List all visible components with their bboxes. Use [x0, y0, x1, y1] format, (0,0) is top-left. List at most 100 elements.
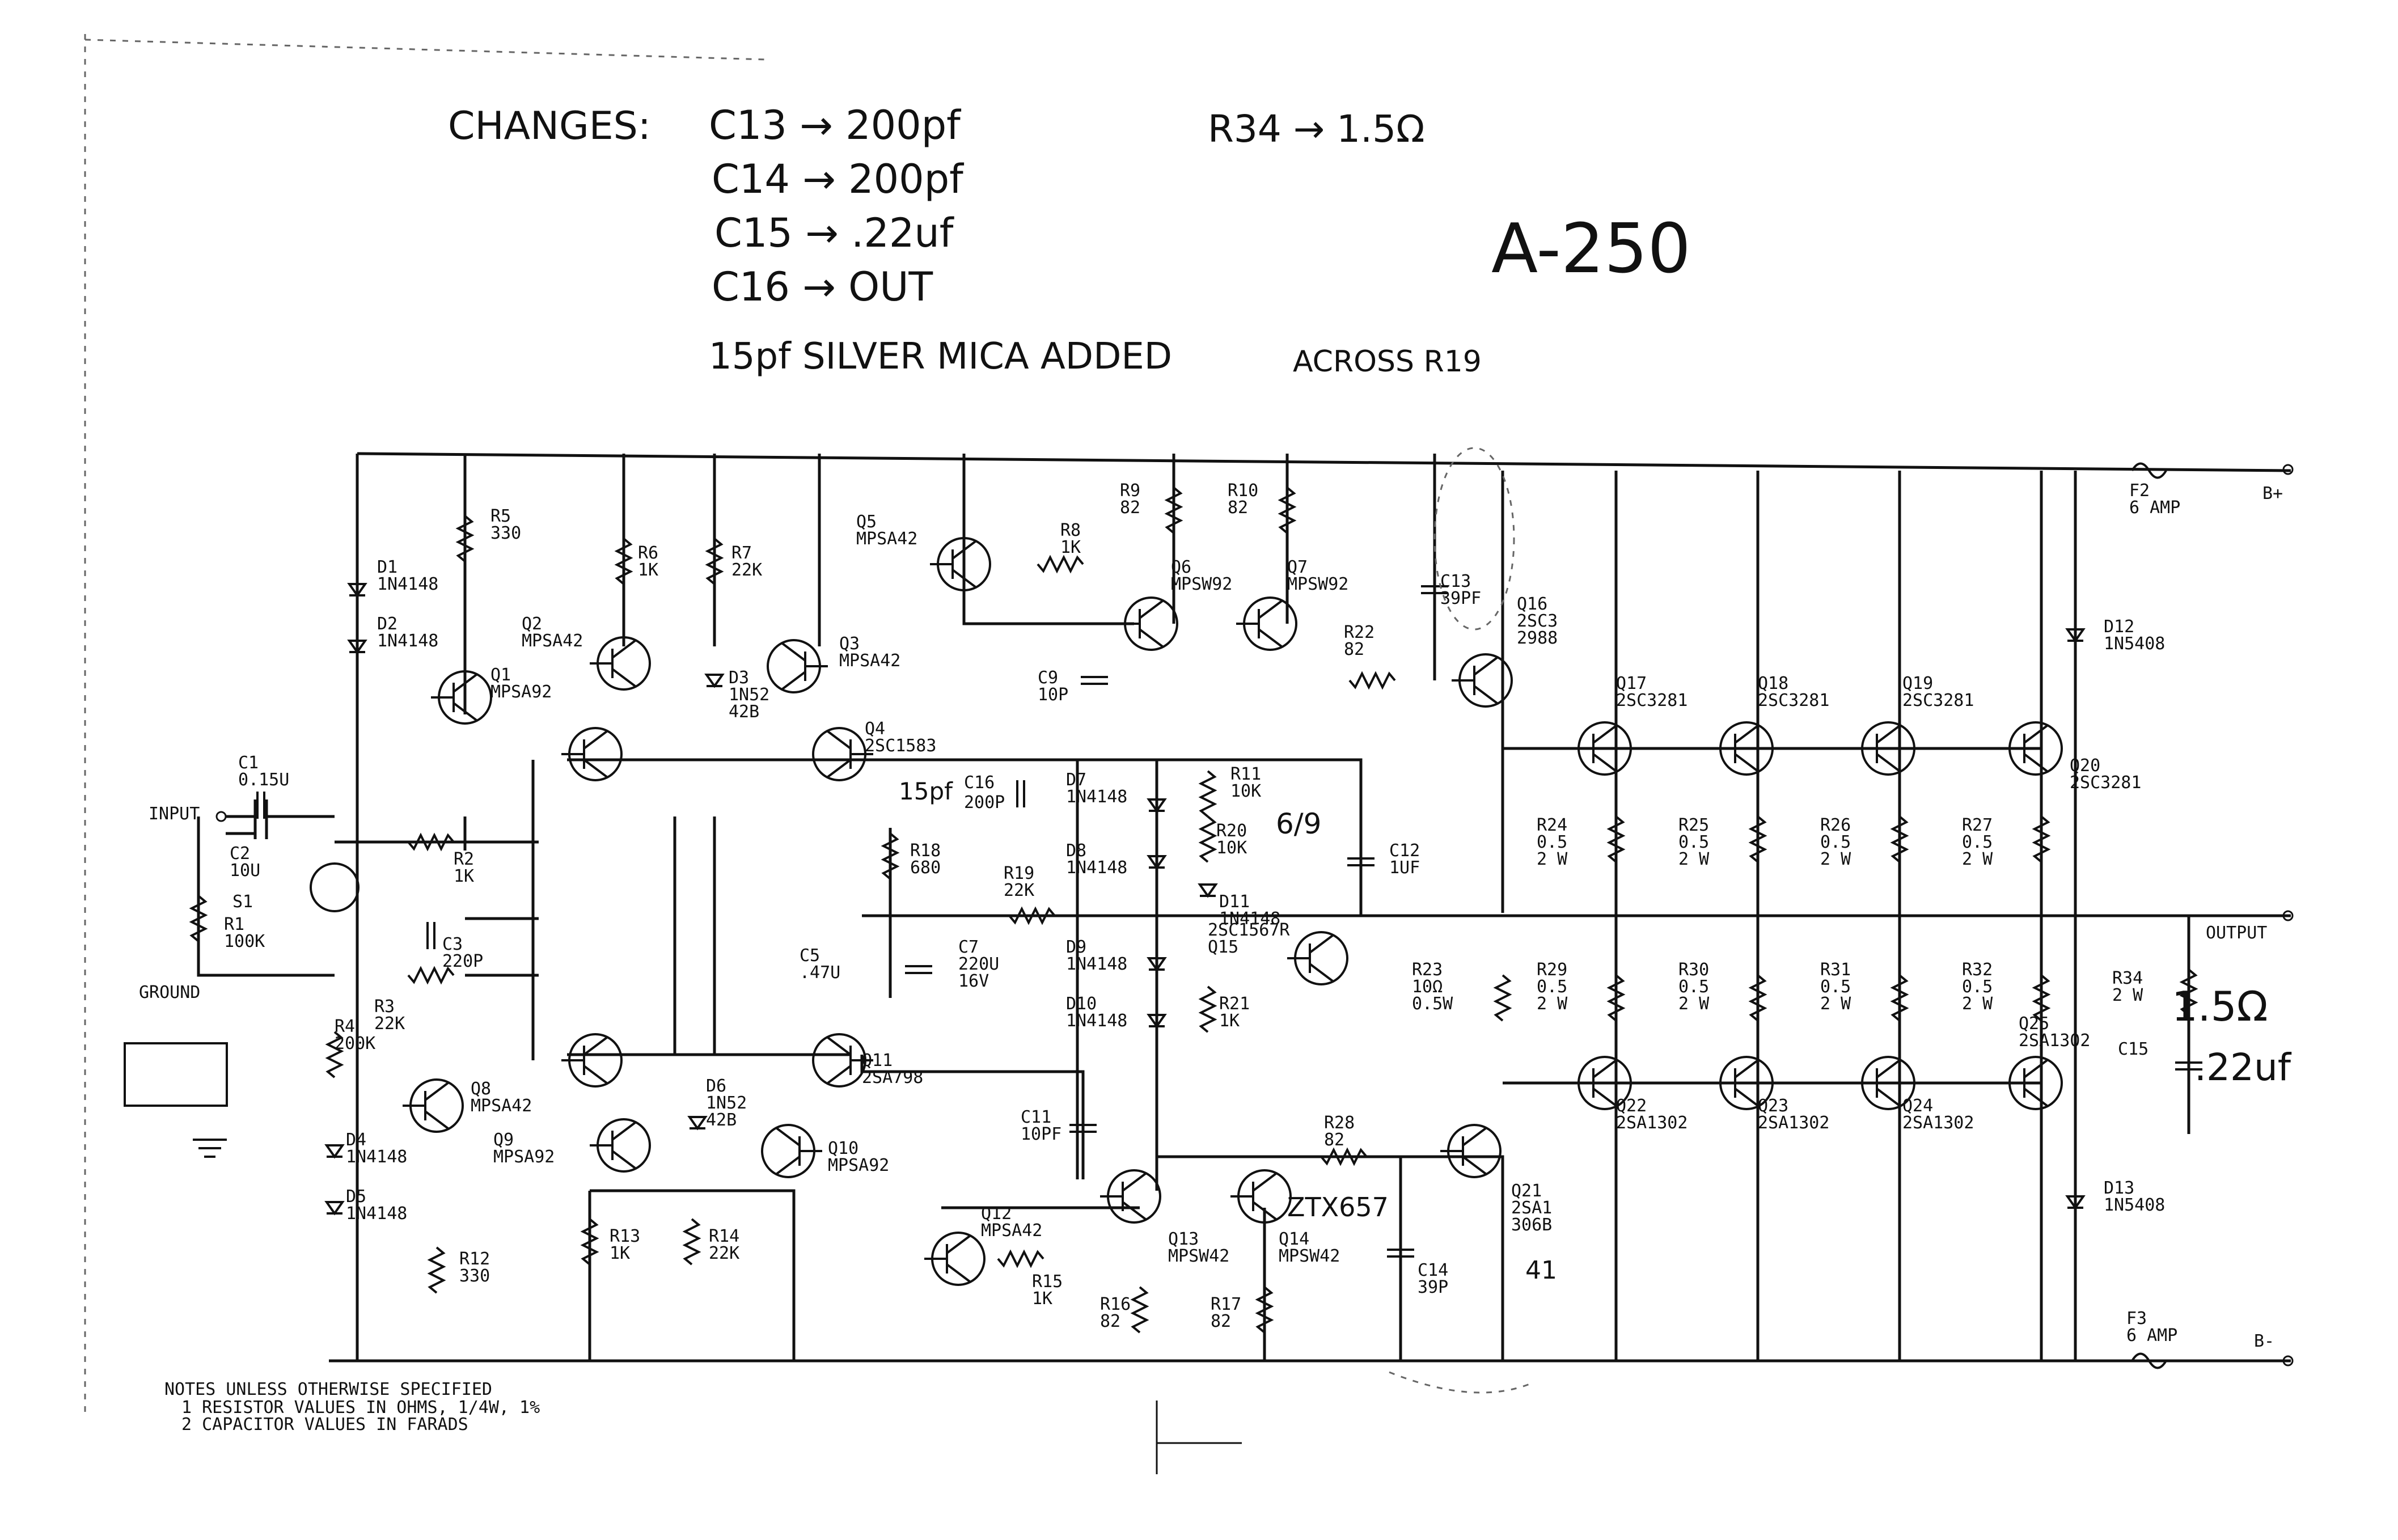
label-d8-1: 1N4148: [1066, 858, 1127, 878]
label-c13-1: 39PF: [1440, 589, 1481, 608]
label-r4-0: R4: [335, 1017, 355, 1036]
transistor-q4: [561, 727, 623, 781]
label-d4-0: D4: [346, 1130, 366, 1150]
label-r6-1: 1K: [638, 560, 658, 580]
label-q7-1: MPSW92: [1287, 574, 1348, 594]
svg-text:C14 → 200pf: C14 → 200pf: [712, 156, 964, 202]
label-d4-1: 1N4148: [346, 1147, 407, 1167]
label-r9-1: 82: [1120, 498, 1140, 518]
label-r23-1: 10Ω: [1412, 977, 1443, 997]
label-r19-1: 22K: [1004, 881, 1034, 900]
label-q11-1: 2SA798: [862, 1068, 923, 1088]
power-rails: [329, 452, 2291, 1363]
diode-d5: [324, 1201, 345, 1216]
label-d9-0: D9: [1066, 937, 1086, 957]
label-r31-2: 2 W: [1820, 994, 1851, 1014]
input-section: INPUT GROUND S1: [124, 799, 360, 1158]
transistor-q25: [2002, 1056, 2063, 1110]
component-labels: R5330D11N4148D21N4148Q1MPSA92R61KR722KQ2…: [224, 481, 2165, 1331]
r34-hand-value: 1.5Ω: [2172, 983, 2268, 1030]
label-r1-1: 100K: [224, 932, 265, 951]
label-r8-1: 1K: [1060, 538, 1081, 557]
transistor-q3: [767, 639, 828, 693]
label-d9-1: 1N4148: [1066, 954, 1127, 974]
resistor-r28: [1320, 1147, 1368, 1166]
resistor-r7: [705, 538, 724, 585]
label-q21-1: 2SA1: [1511, 1198, 1552, 1218]
transistor-q4b: [812, 727, 873, 781]
label-d3-1: 1N52: [729, 685, 769, 705]
diode-d6: [687, 1116, 708, 1131]
label-c14-1: 39P: [1418, 1277, 1448, 1297]
label-c2-1: 10U: [230, 861, 260, 881]
resistor-r22: [1348, 671, 1396, 690]
resistor-r32: [2032, 974, 2051, 1022]
label-r4-1: 200K: [335, 1034, 375, 1054]
notes-block: NOTES UNLESS OTHERWISE SPECIFIED 1 RESIS…: [164, 1380, 540, 1435]
label-q16-0: Q16: [1517, 594, 1547, 614]
label-d8-0: D8: [1066, 841, 1086, 861]
label-q25-0: Q25: [2019, 1014, 2049, 1034]
label-c9-1: 10P: [1038, 685, 1068, 705]
label-q6-0: Q6: [1171, 557, 1191, 577]
capacitor-c3: [426, 922, 435, 949]
label-r28-0: R28: [1324, 1113, 1355, 1133]
label-r15-0: R15: [1032, 1272, 1063, 1292]
label-r14-0: R14: [709, 1226, 739, 1246]
label-q22-0: Q22: [1616, 1096, 1647, 1116]
resistor-r29: [1606, 974, 1626, 1022]
label-d10-0: D10: [1066, 994, 1097, 1014]
label-q22-1: 2SA1302: [1616, 1113, 1688, 1133]
label-q2-1: MPSA42: [522, 631, 583, 651]
c16-15pf-note: 15pf: [899, 777, 953, 805]
transistor-q20: [2002, 721, 2063, 776]
resistor-r13: [580, 1218, 599, 1266]
fuse-f2: F2 6 AMP B+: [2129, 462, 2294, 518]
label-c12-0: C12: [1389, 841, 1420, 861]
label-r19-0: R19: [1004, 864, 1034, 883]
label-q6-1: MPSW92: [1171, 574, 1232, 594]
label-r27-0: R27: [1962, 815, 1993, 835]
label-r14-1: 22K: [709, 1243, 739, 1263]
label-c12-1: 1UF: [1389, 858, 1420, 878]
transistor-q17: [1571, 721, 1632, 776]
label-r29-2: 2 W: [1537, 994, 1568, 1014]
capacitor-c9: [1081, 676, 1108, 685]
label-r12-0: R12: [459, 1249, 490, 1269]
q14-substitute: ZTX657: [1287, 1192, 1389, 1222]
transistor-q13: [1100, 1169, 1161, 1224]
label-q9-0: Q9: [493, 1130, 514, 1150]
resistor-r16: [1130, 1286, 1149, 1334]
scan-border: [84, 34, 1242, 1474]
resistor-r34: [2179, 968, 2198, 1016]
label-d11-0: D11: [1219, 892, 1250, 912]
label-r30-2: 2 W: [1678, 994, 1710, 1014]
label-r18-1: 680: [910, 858, 941, 878]
capacitor-c13: [1421, 585, 1448, 594]
label-r24-1: 0.5: [1537, 832, 1567, 852]
label-d1-0: D1: [377, 557, 397, 577]
label-q16-2: 2988: [1517, 628, 1558, 648]
resistor-r25: [1748, 815, 1767, 863]
svg-text:6 AMP: 6 AMP: [2129, 498, 2180, 518]
model-title: A-250: [1491, 210, 1691, 289]
transistor-q7: [1236, 596, 1297, 651]
s1-label: S1: [232, 892, 253, 912]
label-r34-0: R34: [2112, 968, 2143, 988]
label-d2-0: D2: [377, 614, 397, 634]
resistor-r14: [682, 1218, 701, 1266]
label-d12-0: D12: [2104, 617, 2134, 637]
label-r5-1: 330: [490, 523, 521, 543]
capacitor-c1: [256, 792, 265, 819]
transistor-q2: [590, 636, 651, 691]
label-q8-0: Q8: [471, 1079, 491, 1099]
resistor-r6: [614, 538, 633, 585]
label-r2-0: R2: [454, 849, 474, 869]
resistor-r24: [1606, 815, 1626, 863]
label-r3-1: 22K: [374, 1014, 405, 1034]
label-q4-1: 2SC1583: [865, 736, 936, 756]
transistor-q21: [1440, 1124, 1502, 1178]
resistor-r8: [1037, 555, 1084, 574]
changes-note: CHANGES: C13 → 200pf C14 → 200pf C15 → .…: [448, 102, 1482, 379]
